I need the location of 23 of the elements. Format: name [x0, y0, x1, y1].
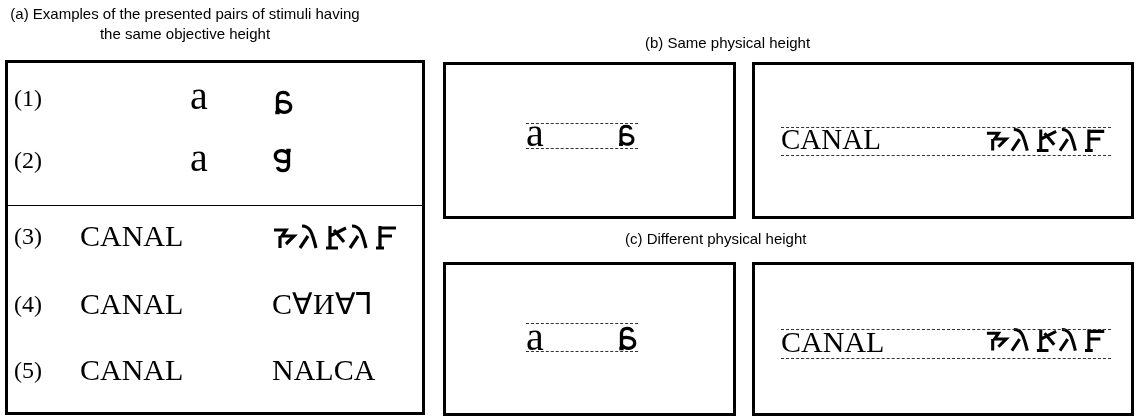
panel-heading: (a) Examples of the presented pairs of stimuli having the same objective height	[9, 4, 361, 44]
display-frame	[443, 262, 736, 416]
stimulus-word: CANAL	[80, 286, 184, 322]
row-number: (1)	[14, 84, 42, 113]
display-frame	[752, 62, 1134, 219]
stimulus-word: CANAL	[80, 218, 184, 254]
display-frame	[443, 62, 736, 219]
row-number: (3)	[14, 222, 42, 251]
stimulus-letter: a	[526, 315, 544, 359]
stimulus-letter: a	[526, 111, 544, 155]
panel-heading: (c) Different physical height	[625, 230, 807, 248]
stimulus-letter: a	[190, 134, 208, 182]
stimulus-letter: a	[190, 72, 208, 120]
anagram-word: NALCA	[272, 352, 376, 388]
row-number: (4)	[14, 290, 42, 319]
stimulus-word: CANAL	[781, 123, 881, 155]
row-number: (2)	[14, 146, 42, 175]
stimulus-word: CANAL	[781, 326, 885, 358]
panel-heading: (b) Same physical height	[645, 34, 811, 52]
stimulus-word: CANAL	[80, 352, 184, 388]
row-number: (5)	[14, 356, 42, 385]
transformed-word: C∀И∀⅂	[272, 286, 373, 322]
display-frame	[752, 262, 1134, 416]
